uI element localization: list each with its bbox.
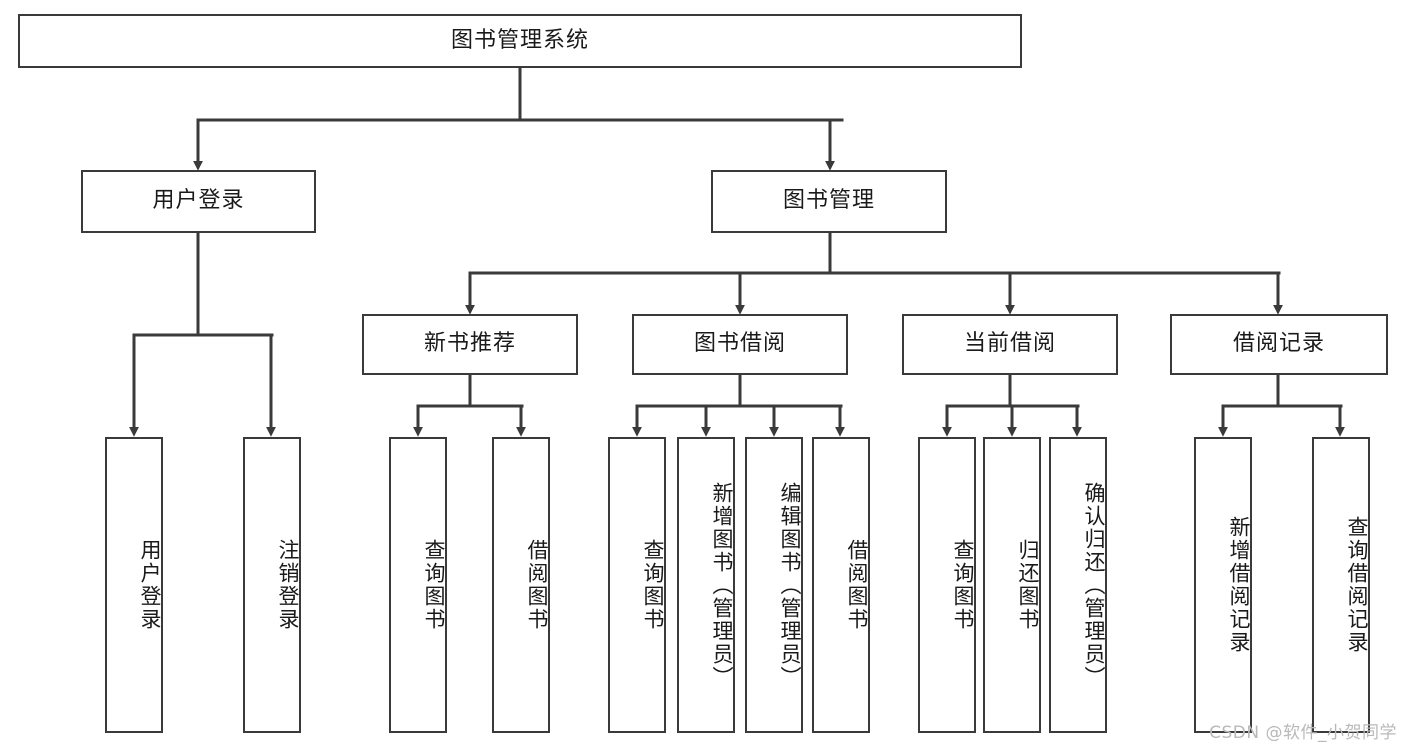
node-leaf-confirm-return-label: 确认归还（管理员）: [1082, 481, 1106, 689]
node-leaf-query-book-2-label: 查询图书: [641, 539, 665, 631]
node-leaf-add-book[interactable]: 新增图书（管理员）: [677, 437, 735, 733]
node-new-book-rec[interactable]: 新书推荐: [362, 314, 578, 375]
node-leaf-query-book-2[interactable]: 查询图书: [608, 437, 666, 733]
node-leaf-query-book-3[interactable]: 查询图书: [918, 437, 976, 733]
node-leaf-logout-label: 注销登录: [276, 539, 300, 631]
node-leaf-user-login-label: 用户登录: [138, 539, 162, 631]
node-leaf-add-record-label: 新增借阅记录: [1227, 516, 1251, 654]
node-leaf-borrow-book-1[interactable]: 借阅图书: [492, 437, 550, 733]
node-book-manage[interactable]: 图书管理: [711, 170, 947, 233]
node-book-borrow[interactable]: 图书借阅: [632, 314, 848, 375]
node-leaf-query-book-1[interactable]: 查询图书: [389, 437, 447, 733]
node-leaf-edit-book-label: 编辑图书（管理员）: [778, 481, 802, 689]
node-leaf-edit-book[interactable]: 编辑图书（管理员）: [745, 437, 803, 733]
node-leaf-logout[interactable]: 注销登录: [243, 437, 301, 733]
node-leaf-query-book-1-label: 查询图书: [422, 539, 446, 631]
node-book-borrow-label: 图书借阅: [693, 331, 786, 357]
node-borrow-record-label: 借阅记录: [1232, 331, 1325, 357]
node-current-borrow[interactable]: 当前借阅: [902, 314, 1118, 375]
node-root-label: 图书管理系统: [450, 27, 589, 53]
node-leaf-add-record[interactable]: 新增借阅记录: [1194, 437, 1252, 733]
node-leaf-return-book-label: 归还图书: [1016, 539, 1040, 631]
node-book-manage-label: 图书管理: [782, 188, 875, 214]
node-current-borrow-label: 当前借阅: [963, 331, 1056, 357]
node-leaf-borrow-book-2-label: 借阅图书: [845, 539, 869, 631]
node-leaf-user-login[interactable]: 用户登录: [105, 437, 163, 733]
node-leaf-borrow-book-1-label: 借阅图书: [525, 539, 549, 631]
node-borrow-record[interactable]: 借阅记录: [1170, 314, 1388, 375]
node-root[interactable]: 图书管理系统: [18, 14, 1022, 68]
node-leaf-return-book[interactable]: 归还图书: [983, 437, 1041, 733]
node-leaf-query-book-3-label: 查询图书: [951, 539, 975, 631]
node-user-login-label: 用户登录: [152, 188, 245, 214]
node-leaf-borrow-book-2[interactable]: 借阅图书: [812, 437, 870, 733]
node-leaf-query-record[interactable]: 查询借阅记录: [1312, 437, 1370, 733]
node-leaf-query-record-label: 查询借阅记录: [1345, 516, 1369, 654]
node-new-book-rec-label: 新书推荐: [423, 331, 516, 357]
node-leaf-add-book-label: 新增图书（管理员）: [710, 481, 734, 689]
node-user-login[interactable]: 用户登录: [81, 170, 316, 233]
node-leaf-confirm-return[interactable]: 确认归还（管理员）: [1049, 437, 1107, 733]
